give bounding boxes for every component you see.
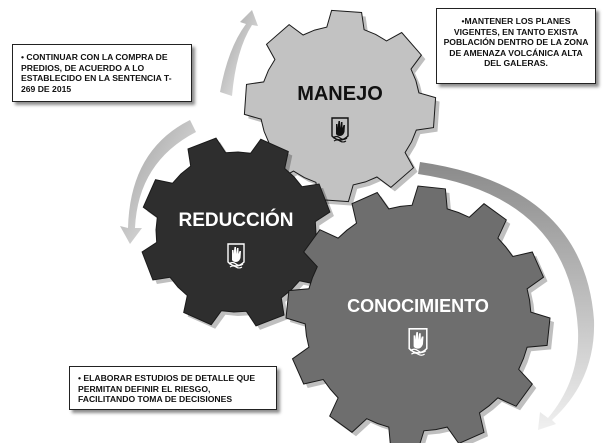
hand-emblem-icon: [331, 117, 349, 143]
hand-emblem-icon: [408, 328, 428, 356]
arrow-right-cycle: [418, 162, 595, 430]
gear-label-reduccion: REDUCCIÓN: [178, 209, 293, 231]
gear-body: [243, 9, 437, 203]
note-compra-predios: • CONTINUAR CON LA COMPRA DE PREDIOS, DE…: [12, 44, 192, 102]
note-elaborar-estudios: • ELABORAR ESTUDIOS DE DETALLE QUE PERMI…: [69, 366, 277, 410]
gear-reduccion: REDUCCIÓN: [141, 137, 334, 330]
arrow-left-cycle: [120, 120, 196, 244]
gear-label-manejo: MANEJO: [297, 83, 383, 105]
gear-label-conocimiento: CONOCIMIENTO: [347, 296, 489, 316]
gear-body: [141, 137, 331, 327]
gear-manejo: MANEJO: [243, 9, 440, 206]
gear-conocimiento: CONOCIMIENTO: [285, 185, 554, 443]
note-mantener-planes: •MANTENER LOS PLANES VIGENTES, EN TANTO …: [436, 8, 596, 84]
hand-emblem-icon: [227, 243, 245, 269]
arrow-top-cycle: [220, 10, 258, 96]
gear-body: [285, 185, 551, 443]
